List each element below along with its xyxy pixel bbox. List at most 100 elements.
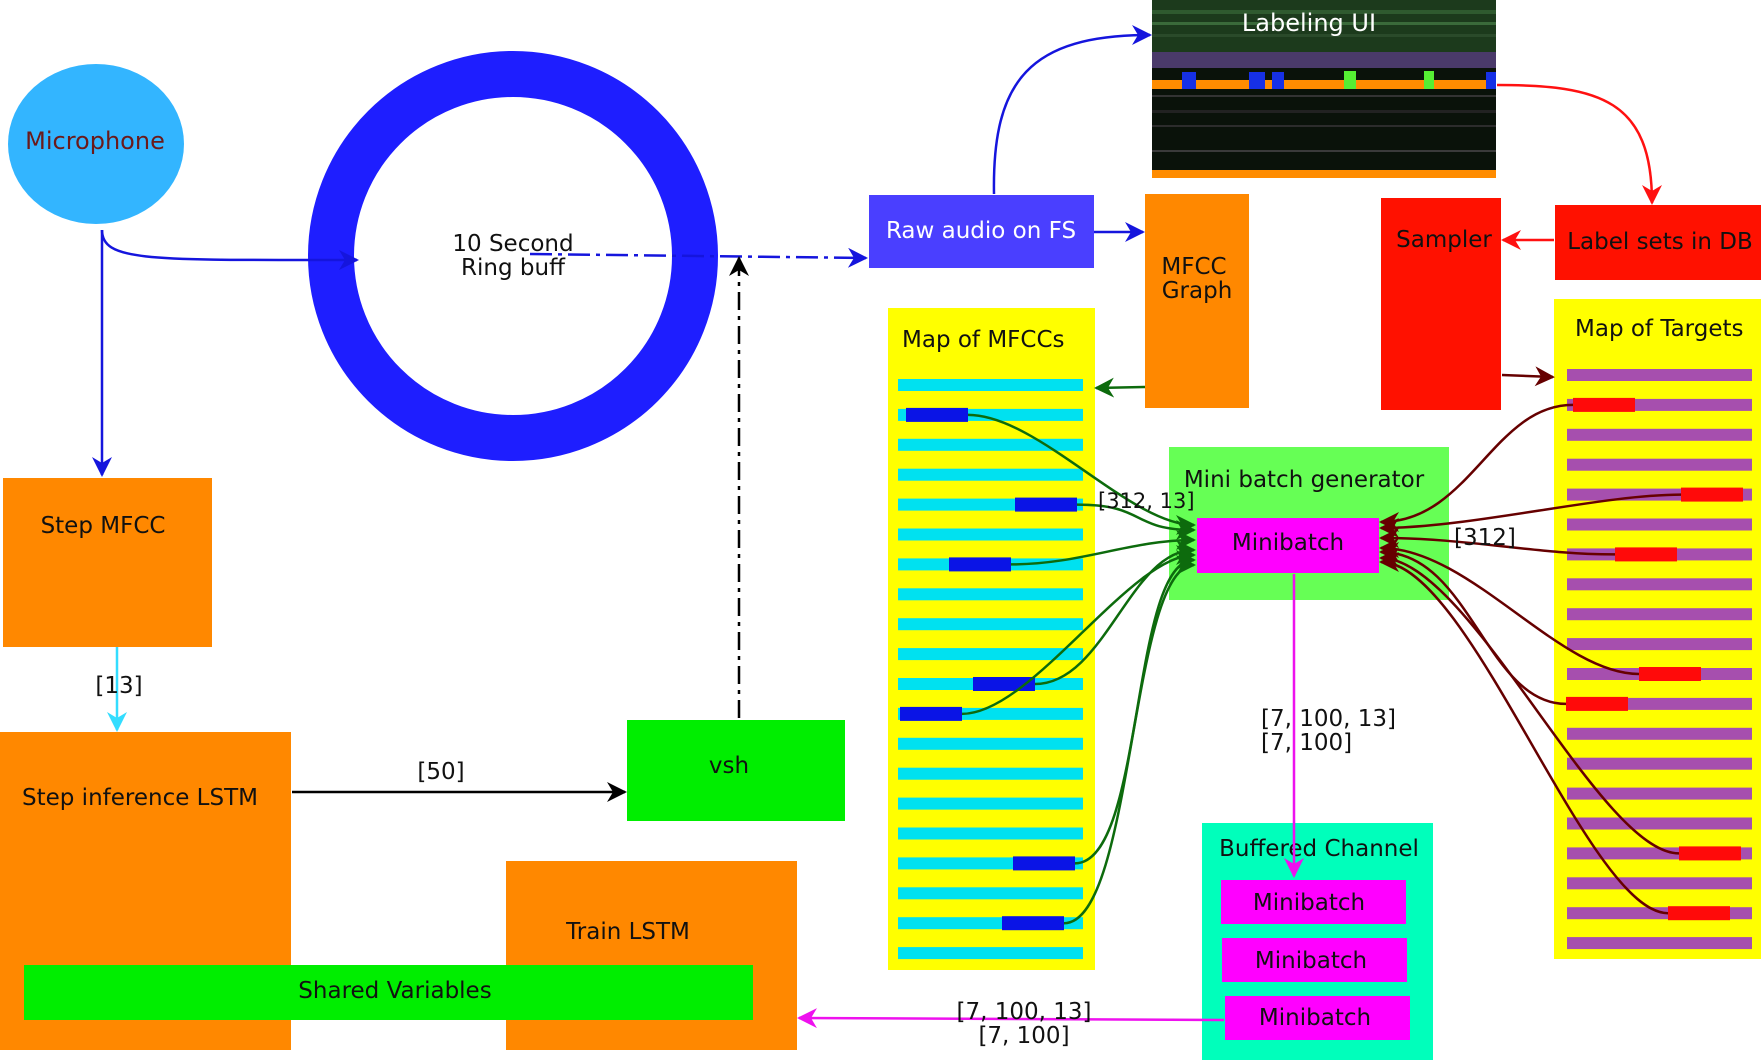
edge-labeling-ui-to-label-sets <box>1496 83 1662 205</box>
mfcc-to-minibatch-edge <box>1063 555 1196 925</box>
microphone-label: Microphone <box>25 127 165 155</box>
mfcc-graph-node <box>1145 194 1249 408</box>
mfcc-row <box>898 797 1083 810</box>
mfcc-segment <box>1013 856 1075 871</box>
edge-label-minibatch-shape-1: [7, 100, 13] <box>1261 706 1396 732</box>
edge-label-312: [312] <box>1454 525 1516 551</box>
mfcc-row <box>898 588 1083 601</box>
target-to-minibatch-edge <box>1379 403 1574 532</box>
map-of-mfccs-label: Map of MFCCs <box>902 327 1065 353</box>
vsh-node <box>627 720 845 821</box>
buffered-minibatch-2 <box>1222 938 1407 982</box>
mini-batch-generator-label: Mini batch generator <box>1184 467 1425 493</box>
train-lstm-node <box>506 861 797 1050</box>
edge-label-train-shape-2: [7, 100] <box>978 1023 1069 1049</box>
mfcc-segment <box>1002 916 1064 931</box>
mfcc-row <box>898 528 1083 541</box>
edge-raw-audio-to-labeling-ui <box>992 25 1152 195</box>
target-segment <box>1566 696 1628 711</box>
mfcc-segment <box>949 557 1011 572</box>
target-row <box>1567 518 1752 531</box>
map-of-mfccs-panel <box>888 308 1095 970</box>
labeling-ui-label: Labeling UI <box>1242 9 1376 37</box>
edge-label-50: [50] <box>417 759 464 785</box>
mfcc-row <box>898 438 1083 451</box>
target-to-minibatch-edge <box>1379 538 1640 676</box>
ring-buffer-label-line2: Ring buff <box>461 255 566 281</box>
step-mfcc-node <box>3 478 212 647</box>
mfcc-to-minibatch-edges <box>961 413 1196 925</box>
target-row <box>1567 578 1752 591</box>
target-to-minibatch-edge <box>1379 548 1680 855</box>
target-segment <box>1679 846 1741 861</box>
target-row <box>1567 428 1752 441</box>
target-to-minibatch-edge <box>1379 552 1669 915</box>
mfcc-to-minibatch-edge <box>1076 503 1196 540</box>
target-row <box>1567 937 1752 950</box>
target-row <box>1567 757 1752 770</box>
mfcc-row <box>898 737 1083 750</box>
edge-ring-to-raw-audio <box>529 247 868 268</box>
target-row <box>1567 458 1752 471</box>
mfcc-to-minibatch-edge <box>1034 540 1196 686</box>
mfcc-to-minibatch-edge <box>1010 530 1196 566</box>
target-row <box>1567 877 1752 890</box>
buffered-minibatch-3 <box>1225 996 1410 1040</box>
shared-variables-bar <box>24 965 753 1020</box>
target-segment <box>1639 667 1701 681</box>
mfcc-graph-label-line1: MFCC <box>1161 254 1226 280</box>
train-lstm-label: Train LSTM <box>565 919 690 945</box>
edge-label-train-shape-1: [7, 100, 13] <box>957 999 1092 1025</box>
target-row <box>1567 727 1752 740</box>
label-sets-label: Label sets in DB <box>1567 229 1753 255</box>
target-row <box>1567 608 1752 621</box>
map-of-targets-label: Map of Targets <box>1575 316 1743 342</box>
mfcc-row <box>898 827 1083 840</box>
raw-audio-node <box>869 195 1094 268</box>
mfcc-to-minibatch-edge <box>967 413 1196 535</box>
mfcc-segment <box>900 706 962 721</box>
edge-label-312-13: [312, 13] <box>1098 489 1195 513</box>
shared-variables-label: Shared Variables <box>298 978 491 1004</box>
mfcc-row <box>898 767 1083 780</box>
edge-sampler-to-targets <box>1501 366 1555 387</box>
mfcc-row <box>898 468 1083 481</box>
edge-microphone-to-ring <box>100 229 359 271</box>
edge-mfcc-graph-to-mfcc-map <box>1094 377 1146 398</box>
target-segment <box>1668 906 1730 921</box>
minibatch-label: Minibatch <box>1232 530 1344 556</box>
target-row <box>1567 638 1752 651</box>
target-segment <box>1573 397 1635 412</box>
target-to-minibatch-edge <box>1379 542 1567 706</box>
label-sets-node <box>1555 205 1761 280</box>
microphone-node <box>8 64 184 224</box>
target-row <box>1567 817 1752 830</box>
mfcc-row <box>898 379 1083 391</box>
buffered-minibatch-1 <box>1221 880 1406 924</box>
target-row <box>1567 369 1752 381</box>
buffered-minibatch-3-label: Minibatch <box>1259 1005 1371 1031</box>
target-to-minibatch-edges <box>1379 403 1682 915</box>
target-segment <box>1681 487 1743 502</box>
step-mfcc-label: Step MFCC <box>41 513 166 539</box>
mfcc-row <box>898 618 1083 631</box>
sampler-label: Sampler <box>1396 227 1492 253</box>
minibatch-node <box>1197 518 1379 573</box>
mfcc-row <box>898 887 1083 900</box>
target-segment <box>1615 547 1677 562</box>
edge-label-13: [13] <box>95 673 142 699</box>
mfcc-segment <box>1015 497 1077 512</box>
mfcc-to-minibatch-edge <box>961 545 1196 716</box>
mfcc-row <box>898 648 1083 661</box>
mfcc-segment <box>906 407 968 422</box>
raw-audio-label: Raw audio on FS <box>886 218 1076 244</box>
target-to-minibatch-edge <box>1379 493 1682 538</box>
edge-label-minibatch-shape-2: [7, 100] <box>1261 730 1352 756</box>
ring-buffer-label-line1: 10 Second <box>452 231 573 257</box>
mfcc-rows <box>898 379 1083 960</box>
target-to-minibatch-edge <box>1379 528 1616 556</box>
edge-buffered-channel-to-train-lstm <box>797 1008 1225 1029</box>
step-inference-lstm-label: Step inference LSTM <box>22 785 258 811</box>
labeling-ui-spectrogram <box>1152 0 1496 178</box>
buffered-minibatch-1-label: Minibatch <box>1253 890 1365 916</box>
